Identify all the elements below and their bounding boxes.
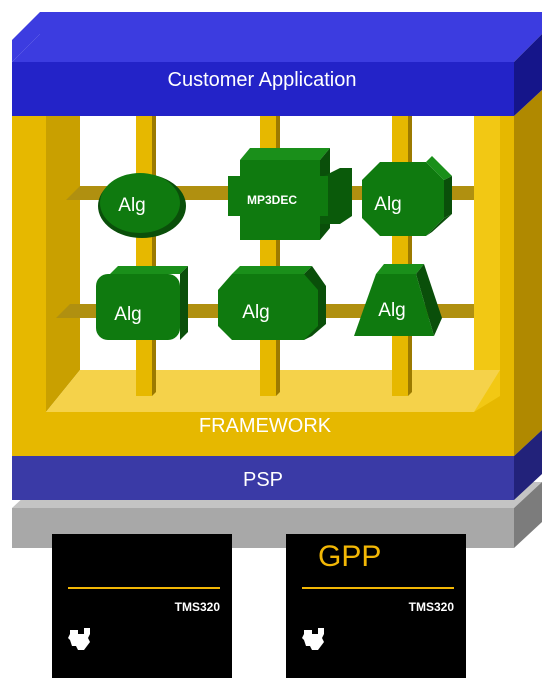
algorithm-block: Alg: [98, 173, 186, 238]
algorithm-block-mp3dec: MP3DEC: [228, 148, 352, 240]
customer-application-label: Customer Application: [168, 69, 357, 91]
algorithm-label: Alg: [242, 302, 269, 323]
psp-label: PSP: [243, 469, 283, 491]
algorithm-label: Alg: [374, 194, 401, 215]
chip-part-label: TMS320: [175, 600, 221, 614]
algorithm-block: Alg: [218, 266, 326, 340]
algorithm-label: Alg: [378, 300, 405, 321]
ti-logo-icon: [302, 628, 324, 650]
algorithm-label: Alg: [118, 195, 145, 216]
chip-part-label: TMS320: [409, 600, 455, 614]
framework-label: FRAMEWORK: [199, 415, 332, 437]
algorithm-label: Alg: [114, 304, 141, 325]
ti-logo-icon: [68, 628, 90, 650]
algorithm-label: MP3DEC: [247, 193, 297, 207]
algorithm-block: Alg: [354, 264, 442, 336]
algorithm-block: Alg: [96, 266, 188, 340]
chip-gpp-label: GPP: [318, 540, 381, 573]
algorithm-blocks: Alg MP3DEC Alg Alg: [96, 148, 452, 340]
chip-left: TMS320: [52, 534, 232, 678]
chip-right: GPP TMS320: [286, 534, 466, 678]
customer-application-layer: Customer Application: [12, 12, 542, 116]
algorithm-block: Alg: [362, 156, 452, 236]
